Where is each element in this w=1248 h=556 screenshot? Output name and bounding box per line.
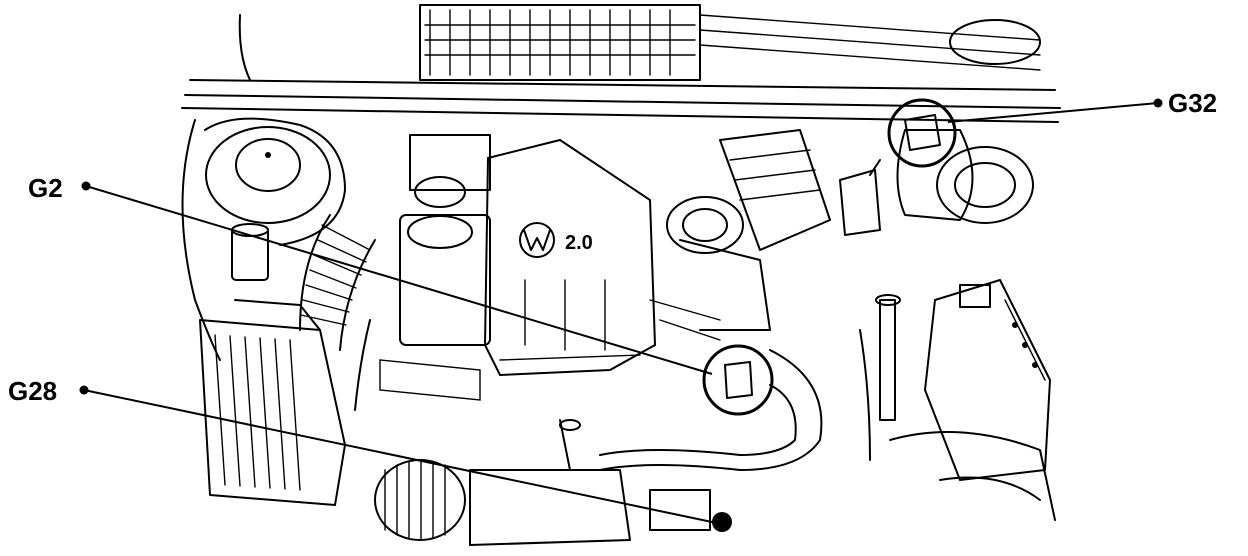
leader-g28 — [79, 385, 713, 523]
air-filter-box — [199, 299, 346, 506]
battery — [924, 279, 1051, 481]
callout-label-g2: G2 — [28, 173, 63, 203]
engine-cover — [483, 138, 657, 377]
leader-g32 — [947, 98, 1163, 123]
ignition-lead — [859, 294, 901, 461]
strut-tower — [181, 117, 346, 361]
alternator — [374, 459, 631, 546]
vw-logo-icon — [519, 222, 555, 258]
right-components — [666, 129, 1034, 254]
callout-label-g28: G28 — [8, 376, 58, 406]
sensor-g2-ring — [702, 344, 774, 416]
leader-g2 — [81, 181, 713, 375]
coolant-hose — [599, 349, 823, 471]
sensor-g28-marker — [649, 489, 732, 532]
callout-label-g32: G32 — [1168, 88, 1218, 118]
lower-details — [559, 239, 1056, 521]
sensor-g32-ring — [887, 98, 957, 168]
cowl-panel — [181, 4, 1061, 123]
cover-marking: 2.0 — [565, 232, 593, 254]
intake-duct — [299, 214, 376, 351]
